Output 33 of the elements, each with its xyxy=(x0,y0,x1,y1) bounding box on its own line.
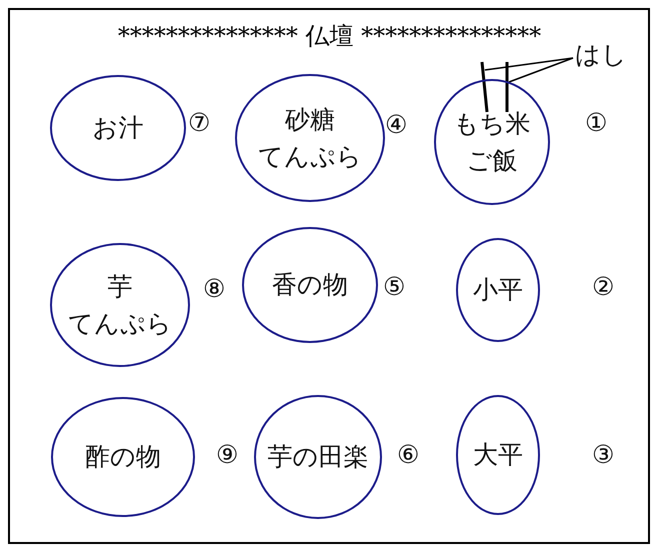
circled-number: ⑥ xyxy=(397,440,419,469)
dish-name: 芋てんぷら xyxy=(67,270,173,340)
circled-number: ③ xyxy=(592,440,614,469)
dish-circle xyxy=(50,243,190,367)
leader-line xyxy=(508,57,574,83)
dish-name: 大平 xyxy=(472,439,524,472)
dish-circle xyxy=(235,74,385,202)
leader-line xyxy=(484,57,574,71)
dish-circle xyxy=(456,238,540,342)
circled-number: ⑦ xyxy=(188,108,210,137)
circled-number: ⑨ xyxy=(216,440,238,469)
dish-circle xyxy=(51,397,195,517)
chopsticks-label: はし xyxy=(575,38,627,71)
dish-name: お汁 xyxy=(92,112,144,144)
dish-circle xyxy=(242,227,378,343)
circled-number: ① xyxy=(585,108,607,137)
circled-number: ② xyxy=(592,272,614,301)
dish-circle xyxy=(50,75,186,181)
dish-name: 香の物 xyxy=(271,269,349,302)
circled-number: ④ xyxy=(385,110,407,139)
dish-name: 酢の物 xyxy=(84,441,162,474)
dish-name: 芋の田楽 xyxy=(266,441,370,474)
dish-name: 砂糖てんぷら xyxy=(257,104,363,173)
dish-circle xyxy=(254,395,382,519)
title: *************** 仏壇 *************** xyxy=(116,21,542,52)
chopstick xyxy=(506,62,508,112)
circled-number: ⑤ xyxy=(383,272,405,301)
dish-circle xyxy=(456,395,540,515)
dish-circle xyxy=(434,79,550,205)
chopstick xyxy=(480,62,488,112)
dish-name: もち米ご飯 xyxy=(452,108,532,177)
circled-number: ⑧ xyxy=(203,274,225,303)
dish-name: 小平 xyxy=(472,274,524,306)
